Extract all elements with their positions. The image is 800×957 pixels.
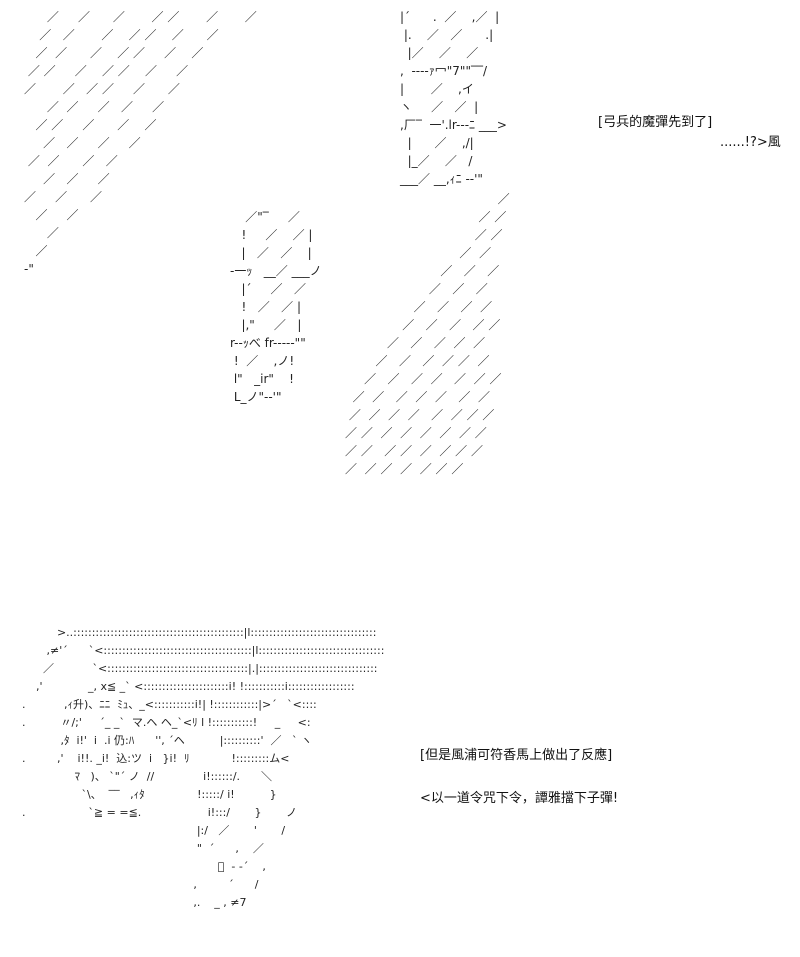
- art-line: . ˋ≧ = =≦. i!:::/ } ノ: [22, 806, 297, 819]
- art-line: |," ／ |: [230, 318, 302, 332]
- art-line: . ,' i!!. _i! 込:ツ i }i! ﾘ !:::::::::ム<: [22, 752, 290, 765]
- art-line: ／ ／: [345, 246, 492, 260]
- art-line: ／ ／ ／ ／ ／ ／ ／ ／: [345, 426, 487, 440]
- art-line: , ˊ /: [22, 878, 259, 891]
- art-line: ___／ __,ｨﾆ --'": [400, 172, 483, 186]
- art-line: ／ ／ ／: [24, 190, 102, 204]
- art-line: ／: [24, 244, 48, 258]
- art-line: ／ ／ ／ ／ ／ ／: [24, 82, 180, 96]
- art-line: ／ ／ ／ ／ ／ ／ ／ ／: [345, 408, 495, 422]
- art-line: |. ／ ／ .|: [400, 28, 494, 42]
- art-line: ／"‾ ／: [230, 210, 300, 224]
- art-line: ／ ／ ／ ／ ／ ／ ／: [24, 64, 189, 78]
- art-line: ! ／ ／ |: [230, 300, 301, 314]
- art-line: ／ ／ ／ ／ ／ ／ ／: [345, 372, 502, 386]
- art-line: | ／ ,イ: [400, 82, 474, 96]
- art-line: ,≠'ˊ ˋ<:::::::::::::::::::::::::::::::::…: [22, 644, 385, 657]
- art-line: ／ ／ ／ ／: [345, 300, 493, 314]
- magic-bullet-bolt-lower: ／"‾ ／ ! ／ ／ | | ／ ／ | -一ｯ __／ ___ノ |ˊ ／ ／…: [230, 208, 322, 406]
- caption-wind-sound: ......!?>風: [720, 135, 781, 150]
- art-line: |_／ ／ /: [400, 154, 473, 168]
- art-line: " ˊ , ／: [22, 842, 264, 855]
- art-line: , ----ｧ冖"7""‾‾/: [400, 64, 488, 78]
- caption-archer-bullet: [弓兵的魔彈先到了]: [598, 115, 713, 130]
- art-line: ／ ／ ／: [345, 282, 488, 296]
- art-line: ヽ ／ ／ |: [400, 100, 479, 114]
- art-line: . 〃/;' ˊ_ _ˋ マ.ヘ ヘ_ˋ<ﾘ l !:::::::::::! _…: [22, 716, 311, 729]
- art-line: ／ ／ ／ ／ ／ ／: [345, 354, 490, 368]
- art-line: ／: [345, 192, 510, 206]
- art-line: ／ ／ ／ ／ ／ ／ ／: [24, 10, 257, 24]
- art-line: ／ ／: [24, 208, 79, 222]
- art-line: ! ／ ／ |: [230, 228, 313, 242]
- art-line: ／ ˋ<::::::::::::::::::::::::::::::::::::…: [22, 662, 378, 675]
- art-line: ／ ／ ／ ／ ／ ／ ／: [345, 390, 491, 404]
- art-line: ,ﾀ i!' i .i 仍:ﾊ '', ˊヘ |::::::::::' ／ ˋ …: [22, 734, 312, 747]
- art-line: ／ ／ ／ ／ ／: [345, 336, 486, 350]
- art-line: |:/ ／ ' /: [22, 824, 286, 837]
- art-line: ,' _, x≦ _ˋ <:::::::::::::::::::::::i! !…: [22, 680, 355, 693]
- art-line: ／ ／ ／ ／ ／ ／ ／ ／: [345, 444, 483, 458]
- art-line: | ／ ／ |: [230, 246, 312, 260]
- art-line: |ˊ . ／ ,／ |: [400, 10, 500, 24]
- art-line: ／: [24, 226, 59, 240]
- art-line: ／ ／ ／ ／ ／: [24, 118, 157, 132]
- art-line: ／ ／ ／ ／: [24, 136, 141, 150]
- art-line: . ,ｨ升)、ﾆﾆ ﾐｭ、_<:::::::::::i!| !:::::::::…: [22, 698, 317, 711]
- art-line: -一ｯ __／ ___ノ: [230, 264, 322, 278]
- art-line: ／ ／ ／: [24, 172, 110, 186]
- art-line: -": [24, 262, 34, 276]
- art-line: r--ｯべ fr---‐‐"": [230, 336, 306, 350]
- art-line: |ˊ ／ ／: [230, 282, 307, 296]
- rain-streaks-right: ／ ／ ／ ／ ／ ／ ／ ／ ／ ／ ／ ／ ／ ／ ／: [345, 190, 510, 478]
- art-line: >..:::::::::::::::::::::::::::::::::::::…: [22, 626, 377, 639]
- art-line: ／ ／: [345, 210, 507, 224]
- art-line: ! ／ ,ノ!: [230, 354, 295, 368]
- art-line: ／ ／ ／ ／ ／: [345, 318, 501, 332]
- art-line: |／ ／ ／: [400, 46, 479, 60]
- art-line: ﾞ - -ˊ ,: [22, 860, 266, 873]
- art-line: l" _ir" !: [230, 372, 294, 386]
- art-line: ／ ／ ／: [345, 264, 500, 278]
- art-line: ／ ／ ／ ／ ／: [24, 100, 165, 114]
- art-line: ／ ／ ／ ／ ／ ／ ／: [345, 462, 464, 476]
- art-line: ﾏ )、 ˋ"ˊ ノ // i!::::::/. ＼: [22, 770, 273, 783]
- character-figure-art: >..:::::::::::::::::::::::::::::::::::::…: [22, 624, 384, 912]
- rain-streaks-left: ／ ／ ／ ／ ／ ／ ／ ／ ／ ／ ／ ／ ／ ／ ／ ／ ／ ／ ／ ／ …: [24, 8, 257, 278]
- caption-command-spell: <以一道令咒下令，譚雅擋下子彈!: [420, 791, 619, 806]
- art-line: L_ノ"--'": [230, 390, 282, 404]
- caption-fuura-reacts: [但是風浦可符香馬上做出了反應]: [420, 748, 613, 763]
- art-line: ／ ／ ／ ／ ／ ／ ／: [24, 28, 219, 42]
- art-line: ,厂‾ 一'.lr---ﾆ ___>: [400, 118, 507, 132]
- art-line: ˋ\、 ‾‾ ,ｨﾀ !:::::/ i! }: [22, 788, 277, 801]
- art-line: ／ ／ ／ ／ ／ ／ ／: [24, 46, 204, 60]
- art-line: | ／ ,/|: [400, 136, 474, 150]
- art-line: ,. _ , ≠7: [22, 896, 247, 909]
- magic-bullet-bolt-upper: |ˊ . ／ ,／ | |. ／ ／ .| |／ ／ ／ , ----ｧ冖"7""…: [400, 8, 507, 188]
- art-line: ／ ／ ／ ／: [24, 154, 118, 168]
- art-line: ／ ／: [345, 228, 503, 242]
